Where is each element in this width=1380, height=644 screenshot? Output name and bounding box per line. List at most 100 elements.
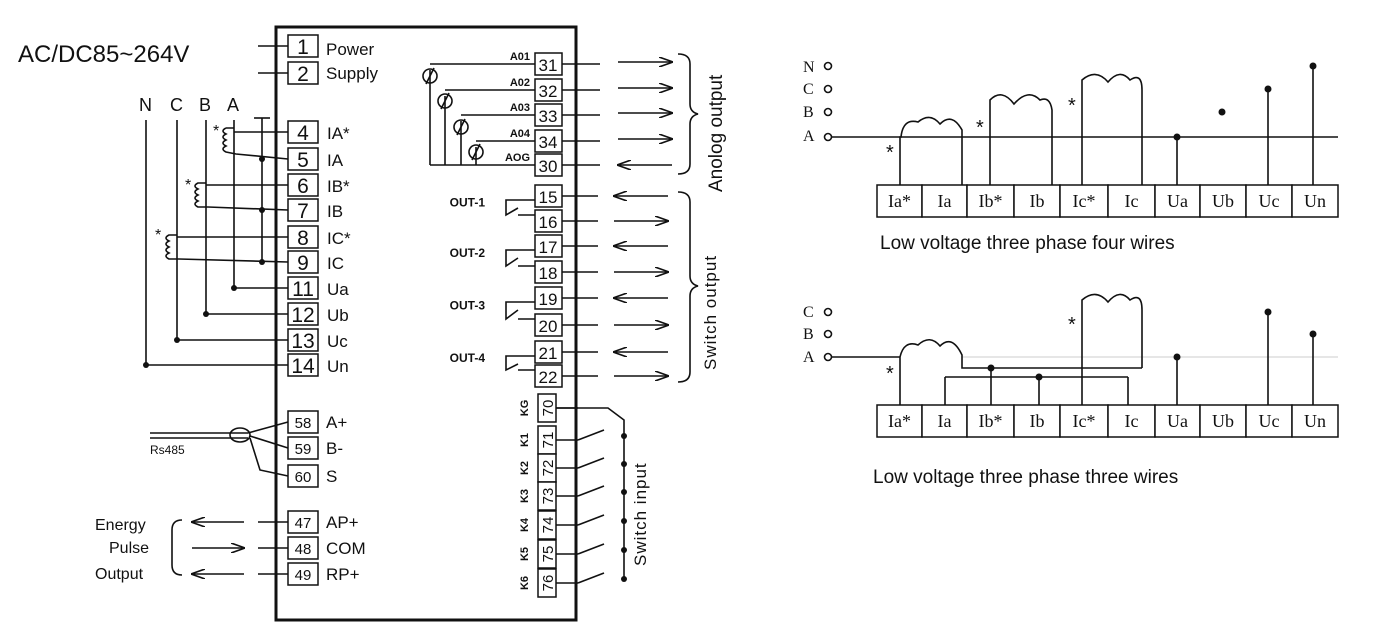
terminal-cell[interactable]: Un (1291, 184, 1339, 218)
four-wire-line-label: A (803, 128, 815, 145)
analog-tag: A02 (510, 77, 530, 89)
terminal-label: A+ (326, 413, 347, 432)
terminal-cell[interactable]: Ic* (1059, 184, 1109, 218)
switch-input-title: Switch input (631, 462, 650, 566)
terminal[interactable]: 1 (287, 34, 319, 59)
switch-output-terminal[interactable]: 19 (534, 286, 668, 310)
switch-output-terminal[interactable]: 16 (534, 209, 668, 233)
cell-label: Ub (1212, 411, 1234, 431)
terminal-number: 47 (295, 515, 312, 532)
terminal[interactable]: 47 AP+ (287, 510, 359, 534)
svg-text:*: * (155, 227, 161, 244)
terminal-cell[interactable]: Ia (921, 404, 968, 438)
three-wire-line-label: B (803, 326, 814, 343)
switch-output-terminal[interactable]: 20 (534, 313, 668, 337)
relay-tag: OUT-4 (450, 351, 486, 365)
input-tag: K2 (519, 461, 531, 475)
terminal-cell[interactable]: Ia* (876, 184, 923, 218)
analog-arrows: Anolog output (562, 53, 727, 192)
phase-label: C (170, 95, 183, 115)
terminal-number: 60 (295, 469, 312, 486)
cell-label: Ic (1125, 411, 1139, 431)
cell-label: Ib (1030, 411, 1045, 431)
switch-output-terminal[interactable]: 17 (534, 234, 668, 258)
cell-label: Ib (1030, 191, 1045, 211)
input-tag: K3 (519, 489, 531, 503)
cell-label: Uc (1259, 411, 1280, 431)
switch-output-terminal[interactable]: 21 (534, 340, 668, 364)
terminal[interactable]: 9 IC (287, 250, 344, 275)
terminal-cell[interactable]: Ib* (966, 184, 1015, 218)
terminal-cell[interactable]: Uc (1245, 404, 1293, 438)
terminal-number: 75 (540, 546, 557, 563)
terminal-number: 9 (297, 252, 309, 275)
terminal[interactable]: 2 (287, 61, 319, 86)
energy-label-3: Output (95, 566, 144, 583)
terminal-cell[interactable]: Ib (1013, 404, 1061, 438)
terminal-cell[interactable]: Ua (1154, 404, 1201, 438)
power-label-2: Supply (326, 64, 378, 83)
terminal-cell[interactable]: Un (1291, 404, 1339, 438)
switch-input-terminal[interactable]: 74 K4 (519, 510, 627, 540)
svg-text:*: * (213, 123, 219, 140)
terminal-cell[interactable]: Ua (1154, 184, 1201, 218)
four-wire-diagram: N C B A * * * (803, 59, 1338, 185)
terminal-cell[interactable]: Ic (1107, 184, 1156, 218)
switch-output-terminal[interactable]: 18 (534, 260, 668, 284)
terminal-label: IA (327, 151, 344, 170)
relay-contact: OUT-1 (450, 196, 535, 217)
terminal-cell[interactable]: Ib* (966, 404, 1015, 438)
cell-label: Uc (1259, 191, 1280, 211)
svg-text:*: * (976, 117, 984, 139)
analog-tag: A03 (510, 102, 530, 114)
terminal-cell[interactable]: Ub (1199, 184, 1247, 218)
terminal-cell[interactable]: Ia (921, 184, 968, 218)
switch-output-terminal[interactable]: 15 (534, 184, 668, 208)
terminal-label: IA* (327, 124, 350, 143)
svg-text:*: * (1068, 95, 1076, 117)
terminal-cell[interactable]: Ib (1013, 184, 1061, 218)
terminal-label: IC (327, 254, 344, 273)
cell-label: Ua (1167, 191, 1188, 211)
input-tag: K4 (519, 517, 531, 532)
terminal-cell[interactable]: Ic (1107, 404, 1156, 438)
terminal-number: 74 (540, 517, 557, 534)
terminal-label: AP+ (326, 513, 359, 532)
terminal-cell[interactable]: Ub (1199, 404, 1247, 438)
terminal-cell[interactable]: Ia* (876, 404, 923, 438)
phase-label: A (227, 95, 239, 115)
input-tag: K6 (519, 576, 531, 590)
terminal-number: 49 (295, 567, 312, 584)
terminal-cell[interactable]: Uc (1245, 184, 1293, 218)
terminal-label: Ua (327, 280, 349, 299)
terminal-cell[interactable]: Ic* (1059, 404, 1109, 438)
switch-output-terminal[interactable]: 22 (534, 364, 668, 388)
